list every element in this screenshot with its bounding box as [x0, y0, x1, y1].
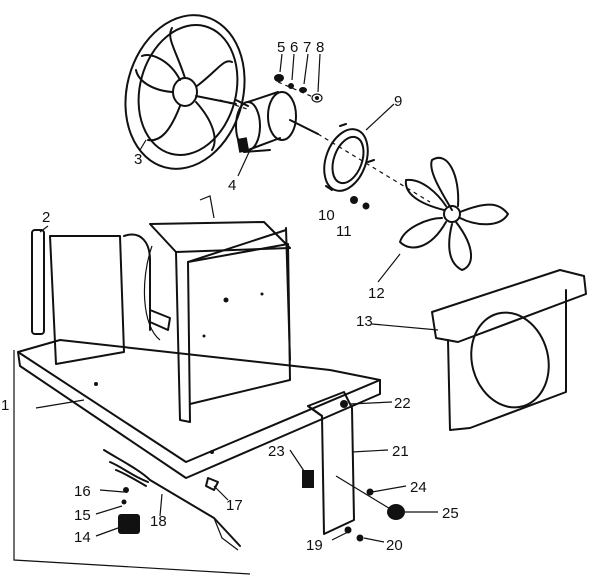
base-pan-part	[17, 195, 381, 479]
callout-23: 23	[268, 443, 285, 460]
callout-14: 14	[74, 529, 91, 546]
part-23-icon	[302, 470, 314, 488]
fan-blade-part	[399, 156, 509, 271]
callout-8: 8	[316, 39, 324, 56]
motor-part	[235, 91, 319, 153]
part-20-icon	[356, 534, 364, 542]
callout-10: 10	[318, 207, 335, 224]
callout-3: 3	[134, 151, 142, 168]
callout-1: 1	[1, 397, 9, 414]
callout-6: 6	[290, 39, 298, 56]
harness-part	[103, 449, 241, 551]
callout-19: 19	[306, 537, 323, 554]
part-25-icon	[387, 504, 405, 520]
callout-9: 9	[394, 93, 402, 110]
callout-18: 18	[150, 513, 167, 530]
callout-12: 12	[368, 285, 385, 302]
callout-2: 2	[42, 209, 50, 226]
bracket-part	[307, 391, 355, 535]
part-24-icon	[366, 488, 374, 496]
callout-13: 13	[356, 313, 373, 330]
hardware-10-11	[350, 196, 370, 210]
callout-22: 22	[394, 395, 411, 412]
callout-15: 15	[74, 507, 91, 524]
motor-mount-part	[323, 123, 375, 192]
callout-21: 21	[392, 443, 409, 460]
shroud-part	[431, 269, 587, 431]
part-22-icon	[340, 400, 348, 408]
callout-11: 11	[336, 223, 352, 240]
blower-wheel-part	[124, 14, 249, 170]
callout-20: 20	[386, 537, 403, 554]
callout-labels: 1 2 3 4 5 6 7 8 9 10 11 12 13 14 15 16 1…	[1, 39, 459, 554]
leader-lines	[35, 53, 439, 543]
callout-4: 4	[228, 177, 236, 194]
callout-16: 16	[74, 483, 91, 500]
callout-7: 7	[303, 39, 311, 56]
callout-5: 5	[277, 39, 285, 56]
callout-17: 17	[226, 497, 243, 514]
callout-24: 24	[410, 479, 427, 496]
part-19-icon	[344, 526, 352, 534]
callout-25: 25	[442, 505, 459, 522]
rod-part	[31, 229, 45, 335]
